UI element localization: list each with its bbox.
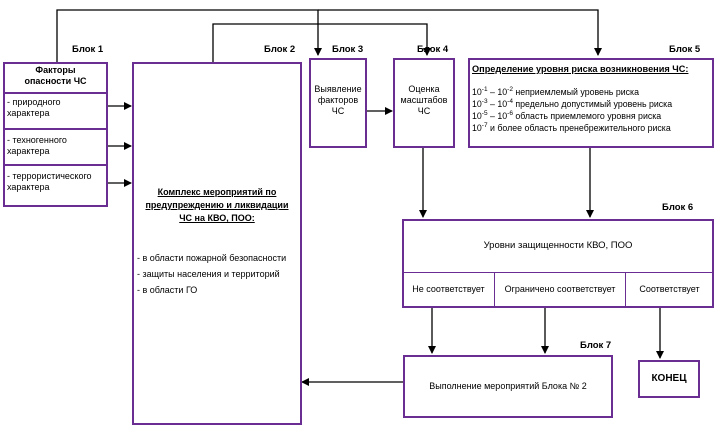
- arrow-b1-to-b3: [56, 9, 322, 62]
- option-match: Соответствует: [625, 273, 713, 307]
- block6-protection-levels: [402, 219, 714, 308]
- block1-divider-3: [4, 164, 107, 166]
- block3-label: Блок 3: [332, 44, 364, 55]
- arrow-b1-to-b5: [318, 9, 602, 56]
- block2-title: Комплекс мероприятий по предупреждению и…: [145, 187, 289, 223]
- block1-divider-1: [4, 92, 107, 94]
- measure-population-protection: - защиты населения и территорий: [137, 269, 280, 279]
- block2-label: Блок 2: [264, 44, 296, 55]
- block1-divider-2: [4, 128, 107, 130]
- block2-items: - в области пожарной безопасности - защи…: [137, 250, 286, 298]
- block4-assessment: [393, 58, 455, 148]
- block6-title: Уровни защищенности КВО, ПОО: [483, 240, 633, 251]
- block5-risk-level: [468, 58, 714, 148]
- risk-row-3: 10-5 – 10-6 область приемлемого уровня р…: [472, 110, 662, 121]
- risk-row-4: 10-7 и более область пренебрежительного …: [472, 122, 671, 133]
- option-limited-match: Ограничено соответствует: [494, 273, 625, 307]
- block1-label: Блок 1: [72, 44, 104, 55]
- risk-row-2: 10-3 – 10-4 предельно допустимый уровень…: [472, 98, 673, 109]
- measure-fire-safety: - в области пожарной безопасности: [137, 253, 287, 263]
- block7-execution: [403, 355, 613, 418]
- block7-text: Выполнение мероприятий Блока № 2: [429, 381, 587, 391]
- block4-label: Блок 4: [417, 44, 449, 55]
- block1-title: Факторы опасности ЧС: [24, 65, 87, 86]
- end-box: [638, 360, 700, 398]
- block7-label: Блок 7: [580, 340, 612, 351]
- block6-label: Блок 6: [662, 202, 694, 213]
- block5-label: Блок 5: [669, 44, 701, 55]
- measure-civil-defense: - в области ГО: [137, 285, 198, 295]
- block2-measures: [132, 62, 302, 425]
- end-text: КОНЕЦ: [651, 373, 687, 384]
- arrow-b2-to-b4: [212, 23, 431, 62]
- option-not-match: Не соответствует: [412, 284, 485, 294]
- block1-factors: [3, 62, 108, 207]
- block6-divider: [403, 272, 713, 273]
- block5-title: Определение уровня риска возникновения Ч…: [472, 64, 689, 74]
- risk-row-1: 10-1 – 10-2 неприемлемый уровень риска: [472, 86, 639, 97]
- block3-detection: [309, 58, 367, 148]
